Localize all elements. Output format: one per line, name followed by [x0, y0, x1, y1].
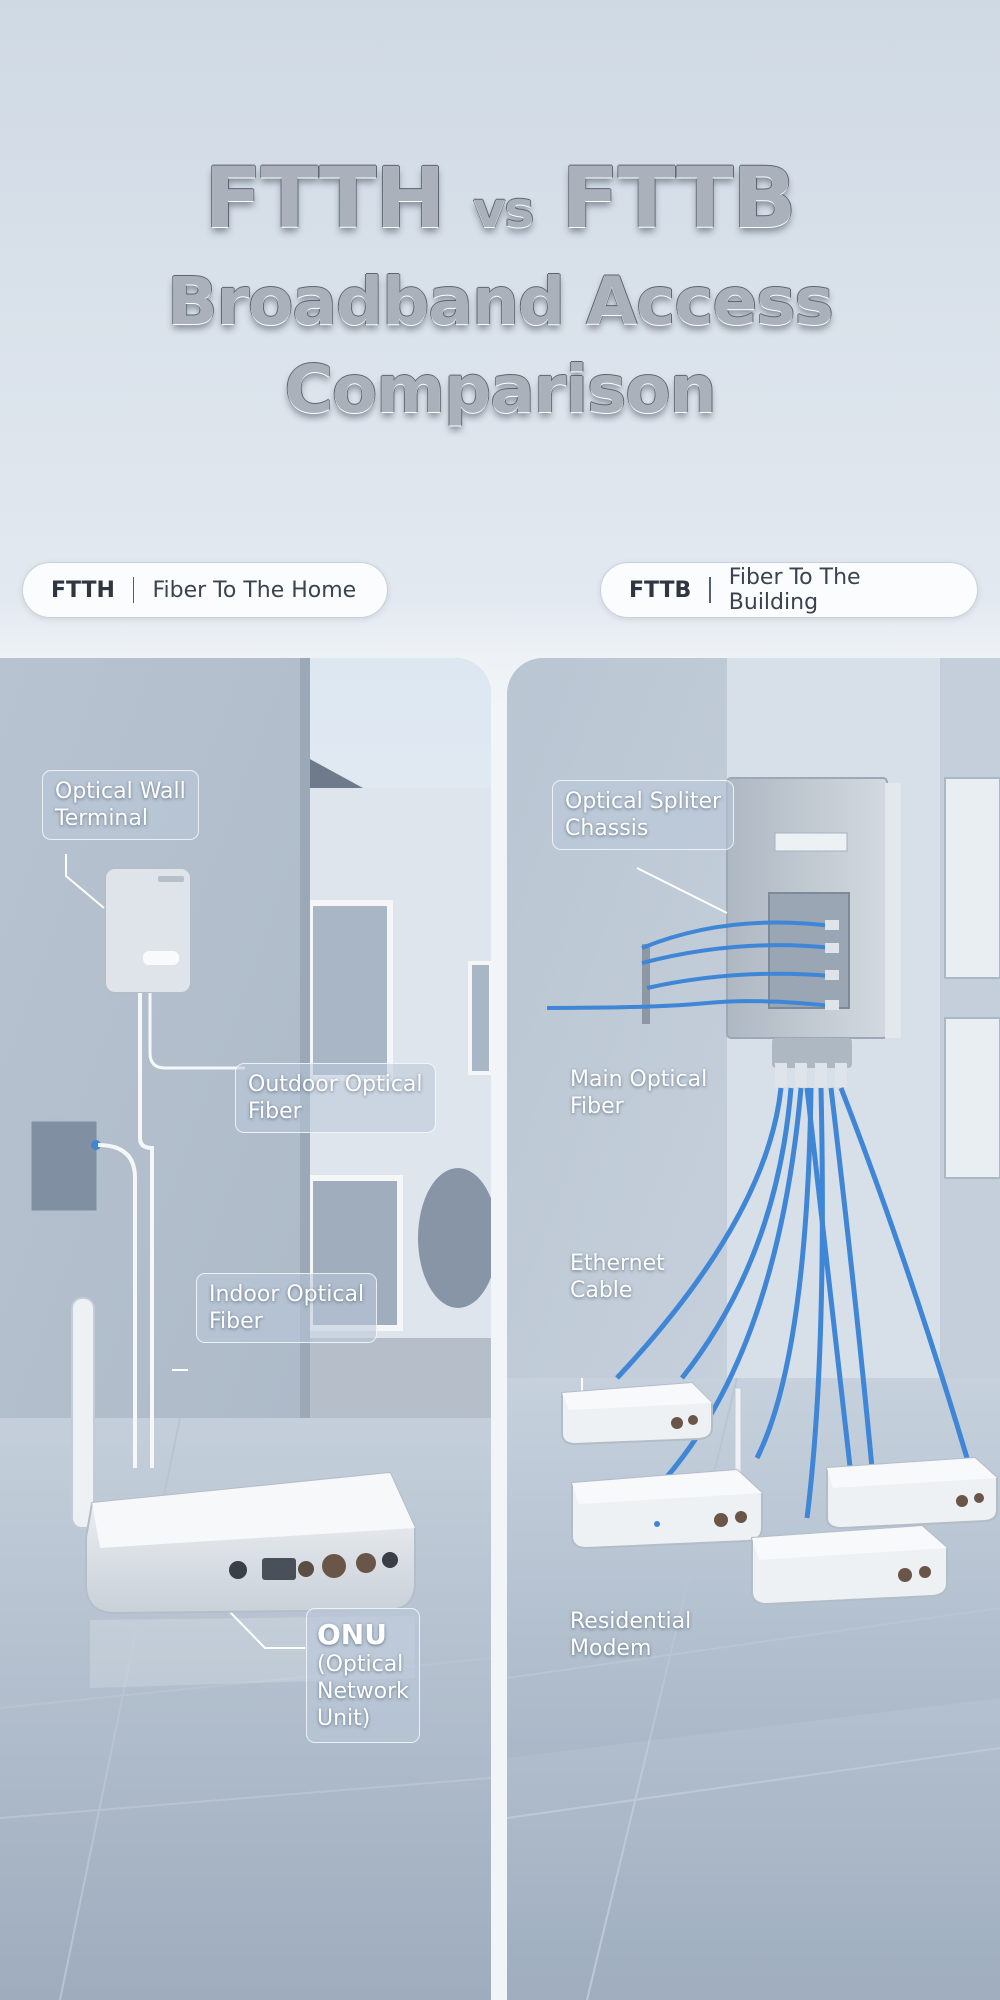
- title-vs: vs: [472, 181, 534, 239]
- label-optical-splitter-chassis: Optical Spliter Chassis: [552, 780, 735, 850]
- indoor-optical-fiber: [97, 1143, 137, 1468]
- label-ethernet-cable: Ethernet Cable: [570, 1250, 665, 1304]
- onu-title: ONU: [317, 1618, 387, 1651]
- onu-port: [262, 1558, 296, 1580]
- residential-modem-4: [751, 1524, 948, 1606]
- optical-wall-terminal: [104, 867, 192, 994]
- label-text: Main Optical Fiber: [570, 1067, 708, 1119]
- onu-description: (Optical Network Unit): [317, 1652, 409, 1731]
- ftth-pill-abbr: FTTH: [51, 577, 115, 603]
- onu-port: [322, 1554, 346, 1578]
- title-line-3: Comparison: [284, 351, 716, 428]
- label-onu: ONU (Optical Network Unit): [306, 1608, 420, 1743]
- ftth-panel: Optical Wall Terminal Outdoor Optical Fi…: [0, 658, 491, 2000]
- onu-port: [298, 1561, 314, 1577]
- outdoor-optical-fiber: [138, 993, 154, 1468]
- pill-separator: [132, 577, 135, 603]
- onu-antenna: [71, 1297, 95, 1529]
- fttb-illustration: [507, 658, 1000, 2000]
- title-ftth: FTTH: [204, 149, 445, 247]
- residential-modem-2: [571, 1387, 763, 1550]
- label-outdoor-optical-fiber: Outdoor Optical Fiber: [235, 1063, 436, 1133]
- label-indoor-optical-fiber: Indoor Optical Fiber: [196, 1273, 378, 1343]
- fttb-pill-abbr: FTTB: [629, 577, 692, 603]
- fttb-panel: Optical Spliter Chassis Main Optical Fib…: [507, 658, 1000, 2000]
- label-text: Indoor Optical Fiber: [209, 1282, 365, 1334]
- onu-port: [382, 1552, 398, 1568]
- label-text: Optical Spliter Chassis: [565, 789, 722, 841]
- label-text: Optical Wall Terminal: [55, 779, 186, 831]
- label-optical-wall-terminal: Optical Wall Terminal: [42, 770, 199, 840]
- ftth-pill-name: Fiber To The Home: [152, 577, 357, 603]
- main-optical-fiber: [546, 999, 833, 1010]
- shrub: [418, 1168, 491, 1308]
- title-fttb: FTTB: [561, 149, 797, 247]
- ftth-pill: FTTH Fiber To The Home: [22, 562, 388, 618]
- label-text: Residential Modem: [570, 1609, 692, 1661]
- title-line-1: FTTH vs FTTB: [0, 150, 1000, 258]
- label-text: Outdoor Optical Fiber: [248, 1072, 423, 1124]
- onu-port: [229, 1561, 247, 1579]
- onu-port: [356, 1553, 376, 1573]
- label-residential-modem: Residential Modem: [570, 1608, 691, 1662]
- label-text: Ethernet Cable: [570, 1251, 665, 1303]
- pill-separator: [709, 577, 711, 603]
- fttb-pill-name: Fiber To The Building: [728, 565, 861, 615]
- label-main-optical-fiber: Main Optical Fiber: [570, 1066, 707, 1120]
- residential-modem-1: [561, 1381, 713, 1446]
- page-title: FTTH vs FTTB Broadband Access Comparison: [0, 150, 1000, 434]
- fttb-pill: FTTB Fiber To The Building: [600, 562, 978, 618]
- residential-modem-3: [826, 1456, 998, 1530]
- title-line-2: Broadband Access: [167, 263, 834, 340]
- wall-opening: [28, 1118, 100, 1214]
- outdoor-fiber-line: [148, 993, 245, 1070]
